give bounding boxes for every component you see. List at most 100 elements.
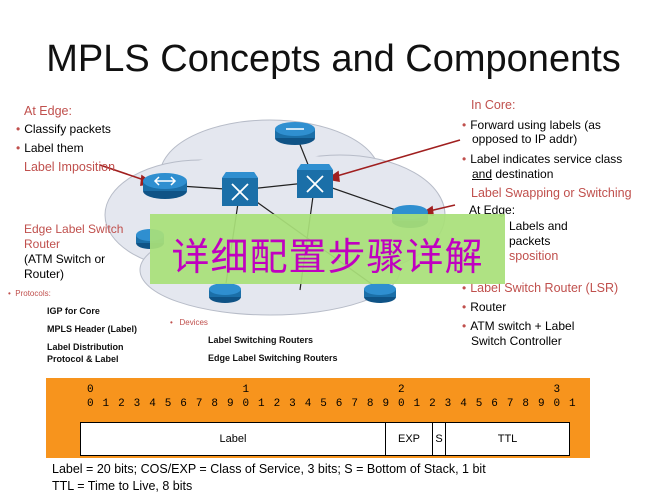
core-destination-text: destination xyxy=(492,167,554,181)
protocols-heading-label: Protocols: xyxy=(15,289,51,298)
core-item-label: Label indicates service class xyxy=(470,152,623,166)
lsr-item-label: Router xyxy=(470,300,507,314)
core-subheading: Label Swapping or Switching xyxy=(471,186,632,200)
header-field-exp: EXP xyxy=(385,422,433,456)
note-line: TTL = Time to Live, 8 bits xyxy=(52,479,193,493)
bullet-icon: • xyxy=(462,152,467,166)
header-field-s: S xyxy=(432,422,446,456)
devices-item: Edge Label Switching Routers xyxy=(208,353,338,363)
bit-index: 6 xyxy=(335,398,343,410)
bit-index: 9 xyxy=(537,398,545,410)
bit-index-tens-digit: 1 xyxy=(242,384,250,396)
atm-switch-icon xyxy=(222,172,258,206)
bit-index: 0 xyxy=(87,398,94,410)
overlay-banner-text: 详细配置步骤详解 xyxy=(171,235,484,279)
core-item-cont: and destination xyxy=(472,167,553,181)
bullet-icon: • xyxy=(462,300,467,314)
edge-heading: At Edge: xyxy=(24,104,72,118)
devices-heading-label: Devices xyxy=(179,318,208,327)
elsr-heading: Edge Label Switch xyxy=(24,222,124,236)
edge-item: •Label them xyxy=(16,141,84,155)
lsr-item: •ATM switch + Label xyxy=(462,319,574,333)
header-field-ttl: TTL xyxy=(445,422,570,456)
bit-index-tens-digit: 3 xyxy=(553,384,561,396)
core-item: •Forward using labels (as xyxy=(462,118,601,132)
edge-subheading: Label Imposition xyxy=(24,160,116,174)
edge-item: •Classify packets xyxy=(16,122,111,136)
elsr-desc: (ATM Switch or xyxy=(24,252,106,266)
bit-index: 0 xyxy=(242,398,250,410)
bullet-icon: • xyxy=(16,141,21,155)
bit-index: 1 xyxy=(413,398,421,410)
devices-heading: • Devices xyxy=(170,318,208,327)
bit-index-tens-digit: 0 xyxy=(87,384,94,396)
bullet-icon: • xyxy=(8,289,16,298)
bit-index: 2 xyxy=(118,398,125,410)
bit-index-tens: 0 1 2 3 xyxy=(0,384,667,398)
router-icon xyxy=(364,283,396,303)
bit-index: 3 xyxy=(289,398,296,410)
bit-index: 1 xyxy=(102,398,110,410)
elsr-desc: Router) xyxy=(24,267,65,281)
egress-line-red: sposition xyxy=(509,249,559,263)
bit-index: 5 xyxy=(475,398,483,410)
edge-item-label: Label them xyxy=(24,141,84,155)
core-heading: In Core: xyxy=(471,98,516,112)
bit-index: 4 xyxy=(149,398,156,410)
core-item: •Label indicates service class xyxy=(462,152,622,166)
bit-index: 6 xyxy=(180,398,187,410)
bit-index: 5 xyxy=(320,398,327,410)
bit-index: 4 xyxy=(460,398,467,410)
core-item-cont: opposed to IP addr) xyxy=(472,132,578,146)
lsr-heading: Label Switch Router (LSR) xyxy=(470,281,619,295)
edge-item-label: Classify packets xyxy=(24,122,111,136)
bit-index: 8 xyxy=(211,398,218,410)
bit-index: 2 xyxy=(273,398,281,410)
egress-heading: At Edge: xyxy=(469,203,516,217)
lsr-item: •Router xyxy=(462,300,506,314)
egress-line: Labels and xyxy=(509,219,568,233)
bit-index: 6 xyxy=(491,398,498,410)
bullet-icon: • xyxy=(462,118,467,132)
bit-index: 9 xyxy=(382,398,390,410)
bullet-icon: • xyxy=(16,122,21,136)
protocols-item: MPLS Header (Label) xyxy=(47,324,138,334)
protocols-heading: • Protocols: xyxy=(8,289,51,298)
overlay-banner xyxy=(150,214,505,284)
protocols-item: Protocol & Label xyxy=(47,354,119,364)
bit-index: 1 xyxy=(258,398,265,410)
bit-index: 4 xyxy=(304,398,312,410)
page-title: MPLS Concepts and Components xyxy=(46,38,621,80)
bit-index: 0 xyxy=(398,398,405,410)
bullet-icon: • xyxy=(462,319,467,333)
bit-index-tens-digit: 2 xyxy=(398,384,405,396)
bit-index: 7 xyxy=(351,398,358,410)
header-field-label: Label xyxy=(80,422,386,456)
core-item-label: Forward using labels (as xyxy=(470,118,601,132)
notes-box xyxy=(46,458,590,500)
devices-item: Label Switching Routers xyxy=(208,335,314,345)
lsr-item-cont: Switch Controller xyxy=(471,334,562,348)
bullet-icon: • xyxy=(170,318,180,327)
router-icon xyxy=(275,122,315,145)
bit-index: 9 xyxy=(226,398,234,410)
lsr-item: •Label Switch Router (LSR) xyxy=(462,281,618,295)
router-icon xyxy=(143,173,187,199)
bit-index: 5 xyxy=(164,398,172,410)
bit-index: 8 xyxy=(366,398,374,410)
core-and-text: and xyxy=(472,167,493,181)
bit-index: 3 xyxy=(444,398,452,410)
bit-index: 0 xyxy=(553,398,561,410)
bit-index: 1 xyxy=(569,398,576,410)
protocols-item: Label Distribution xyxy=(47,342,124,352)
bullet-icon: • xyxy=(462,281,467,295)
bit-index: 3 xyxy=(133,398,141,410)
bit-index: 2 xyxy=(429,398,436,410)
note-line: Label = 20 bits; COS/EXP = Class of Serv… xyxy=(52,462,486,476)
atm-switch-icons xyxy=(222,164,333,206)
egress-line: packets xyxy=(509,234,551,248)
bit-index: 7 xyxy=(195,398,203,410)
router-icon xyxy=(209,283,241,303)
bit-index: 7 xyxy=(506,398,514,410)
